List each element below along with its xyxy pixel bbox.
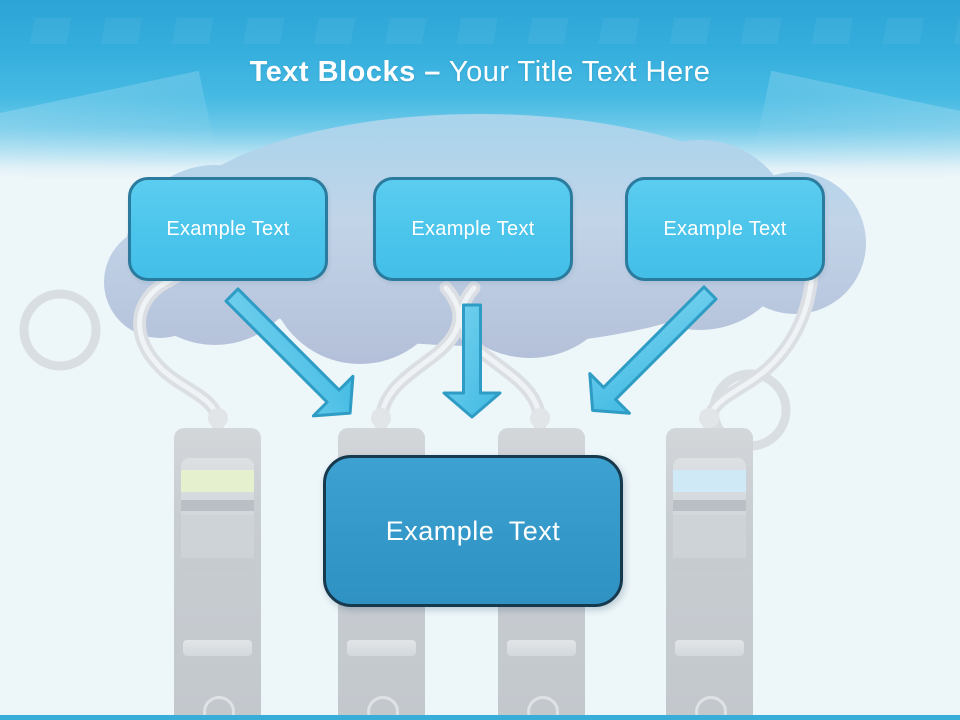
result-block: Example Text bbox=[323, 455, 623, 607]
bottom-accent-bar bbox=[0, 715, 960, 720]
server-bar bbox=[181, 500, 254, 511]
arrow-down-icon bbox=[442, 303, 502, 419]
server-power-circle bbox=[527, 696, 559, 720]
cable-4-highlight bbox=[706, 249, 815, 427]
server-strip-green bbox=[181, 470, 254, 492]
cable-connector-2 bbox=[371, 408, 391, 428]
text-block-2: Example Text bbox=[373, 177, 573, 281]
cable-group bbox=[133, 245, 819, 431]
arrow-down-left-icon bbox=[588, 285, 718, 415]
server-drive-bay bbox=[181, 515, 254, 555]
text-block-3: Example Text bbox=[625, 177, 825, 281]
result-block-label: Example Text bbox=[385, 515, 561, 546]
text-block-2-label: Example Text bbox=[411, 217, 535, 240]
cable-2-highlight bbox=[378, 285, 462, 427]
header-streaks-decor bbox=[0, 18, 960, 44]
cable-connector-1 bbox=[208, 408, 228, 428]
cable-connector-3 bbox=[530, 408, 550, 428]
server-bar-faint bbox=[673, 562, 746, 572]
server-power-circle bbox=[203, 696, 235, 720]
text-block-3-label: Example Text bbox=[663, 217, 787, 240]
cable-connectors bbox=[208, 408, 719, 428]
server-handle bbox=[507, 640, 576, 656]
outline-cloud-left bbox=[19, 289, 101, 371]
arrow-down-right-icon bbox=[224, 287, 355, 418]
page-title-regular: Your Title Text Here bbox=[448, 56, 711, 88]
server-handle bbox=[347, 640, 416, 656]
text-block-1-label: Example Text bbox=[166, 217, 290, 240]
server-handle bbox=[675, 640, 744, 656]
server-power-circle bbox=[695, 696, 727, 720]
server-strip-blue bbox=[673, 470, 746, 492]
server-drive-bay bbox=[673, 515, 746, 555]
server-tower-4 bbox=[666, 428, 753, 720]
cable-3-highlight bbox=[458, 285, 543, 427]
server-power-circle bbox=[367, 696, 399, 720]
page-title: Text Blocks –Your Title Text Here bbox=[0, 56, 960, 89]
server-bar-faint bbox=[181, 562, 254, 572]
text-block-1: Example Text bbox=[128, 177, 328, 281]
cable-connector-4 bbox=[699, 408, 719, 428]
server-tower-1 bbox=[174, 428, 261, 720]
page-title-bold: Text Blocks – bbox=[249, 56, 441, 88]
server-handle bbox=[183, 640, 252, 656]
server-bar bbox=[673, 500, 746, 511]
